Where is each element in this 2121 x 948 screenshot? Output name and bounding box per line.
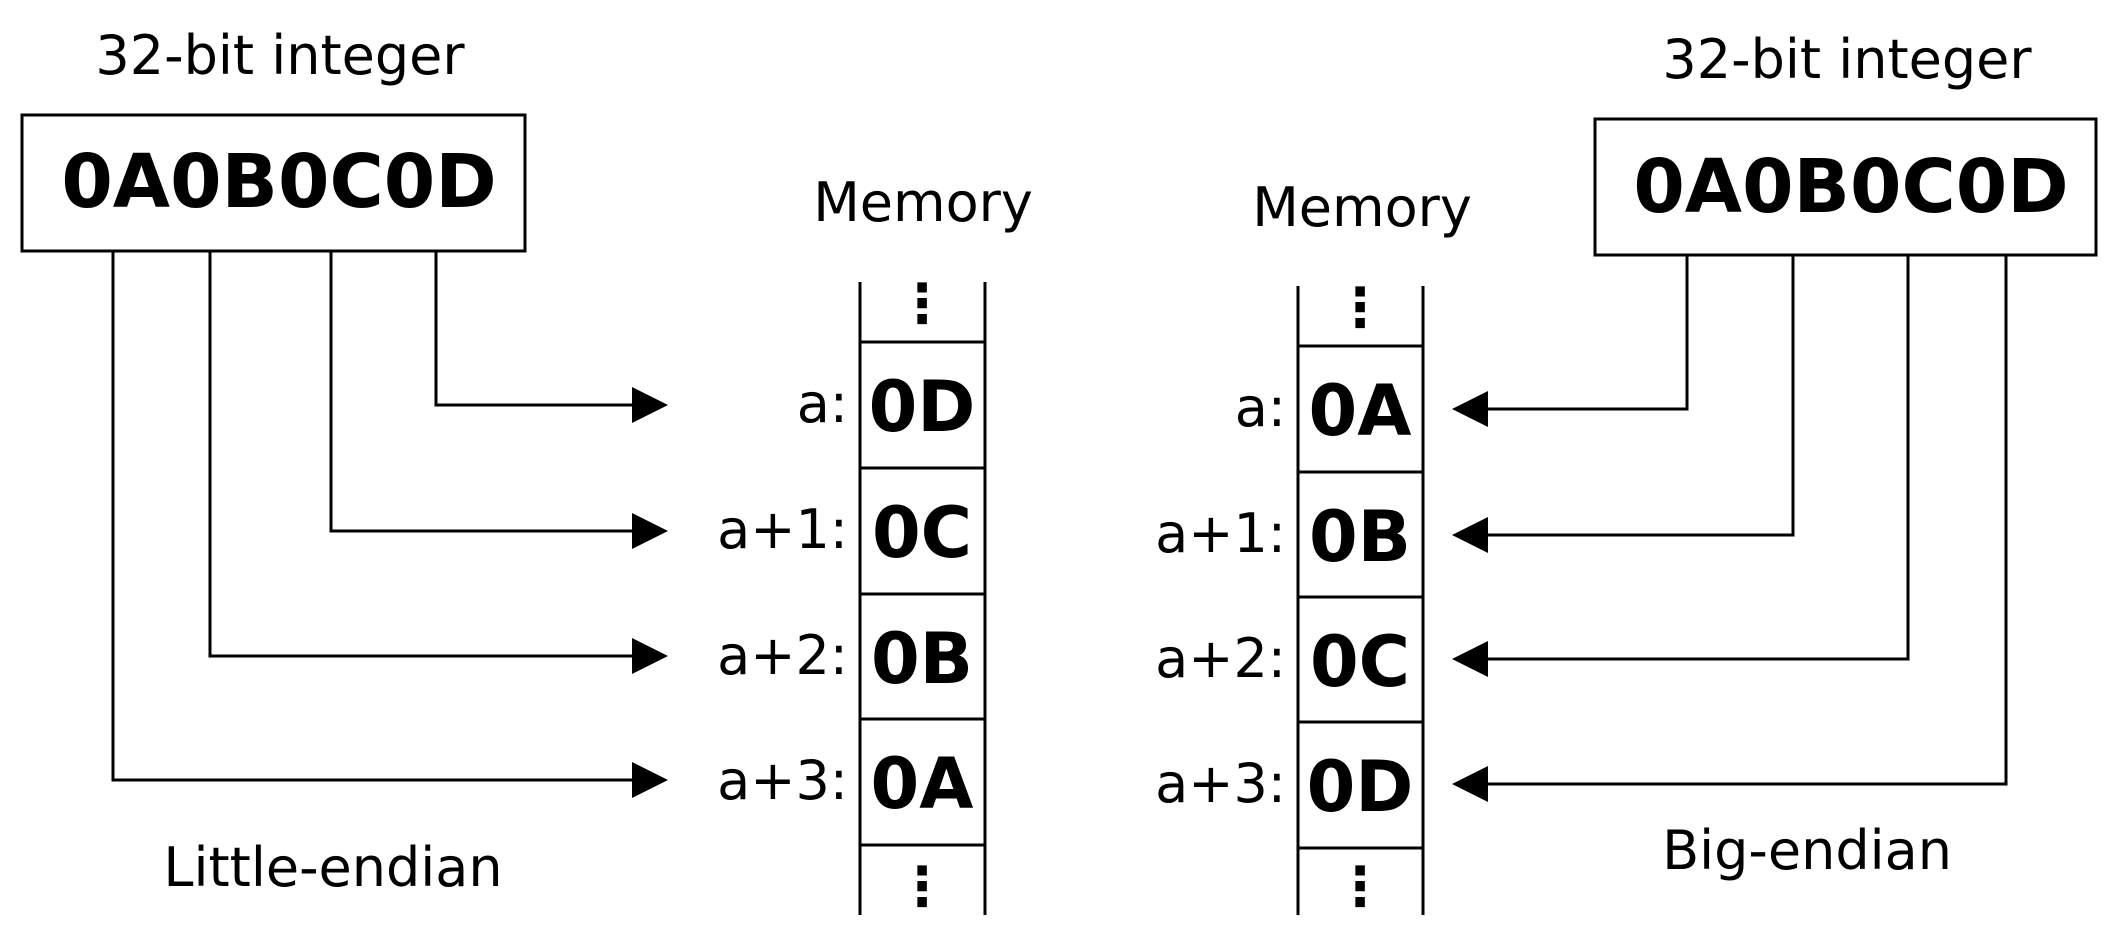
little-endian-integer-box [20, 113, 527, 253]
little-endian-top-ellipsis: ⋮ [895, 272, 949, 335]
little-endian-address-3: a+3: [717, 749, 848, 812]
big-endian-arrow-3 [1452, 255, 2008, 802]
little-endian-panel: 32-bit integer 0A0B0C0D Memory ⋮ ⋮ a: 0D… [20, 24, 1033, 918]
little-endian-arrow-1 [329, 251, 668, 549]
big-endian-address-0: a: [1235, 376, 1286, 439]
big-endian-integer-box [1593, 117, 2098, 257]
little-endian-integer-value: 0A0B0C0D [61, 139, 496, 225]
big-endian-top-ellipsis: ⋮ [1333, 276, 1387, 339]
big-endian-address-1: a+1: [1155, 502, 1286, 565]
little-endian-arrow-2 [208, 251, 668, 674]
little-endian-integer-label: 32-bit integer [95, 24, 465, 87]
big-endian-byte-2: 0C [1310, 621, 1410, 703]
little-endian-address-0: a: [797, 372, 848, 435]
little-endian-byte-3: 0A [871, 743, 974, 825]
big-endian-caption: Big-endian [1662, 819, 1952, 882]
big-endian-arrow-1 [1452, 255, 1795, 553]
little-endian-byte-0: 0D [869, 366, 976, 448]
big-endian-arrow-0 [1452, 255, 1689, 427]
little-endian-address-1: a+1: [717, 498, 848, 561]
big-endian-memory-label: Memory [1252, 176, 1472, 239]
little-endian-memory-label: Memory [813, 171, 1033, 234]
big-endian-memory-column [1296, 286, 1425, 915]
little-endian-arrow-0 [434, 251, 668, 423]
big-endian-bottom-ellipsis: ⋮ [1333, 855, 1387, 918]
little-endian-arrow-3 [111, 251, 668, 798]
little-endian-memory-column [858, 282, 987, 915]
big-endian-integer-value: 0A0B0C0D [1633, 144, 2068, 230]
big-endian-address-2: a+2: [1155, 627, 1286, 690]
big-endian-panel: 32-bit integer 0A0B0C0D Memory ⋮ ⋮ a: 0A… [1155, 28, 2098, 918]
big-endian-arrow-2 [1452, 255, 1910, 677]
big-endian-integer-label: 32-bit integer [1662, 28, 2032, 91]
big-endian-byte-1: 0B [1309, 496, 1411, 578]
little-endian-byte-2: 0B [871, 618, 973, 700]
little-endian-address-2: a+2: [717, 624, 848, 687]
little-endian-caption: Little-endian [163, 836, 502, 899]
little-endian-byte-1: 0C [872, 492, 972, 574]
big-endian-byte-3: 0D [1307, 746, 1414, 828]
big-endian-byte-0: 0A [1309, 370, 1412, 452]
big-endian-address-3: a+3: [1155, 752, 1286, 815]
little-endian-bottom-ellipsis: ⋮ [895, 855, 949, 918]
